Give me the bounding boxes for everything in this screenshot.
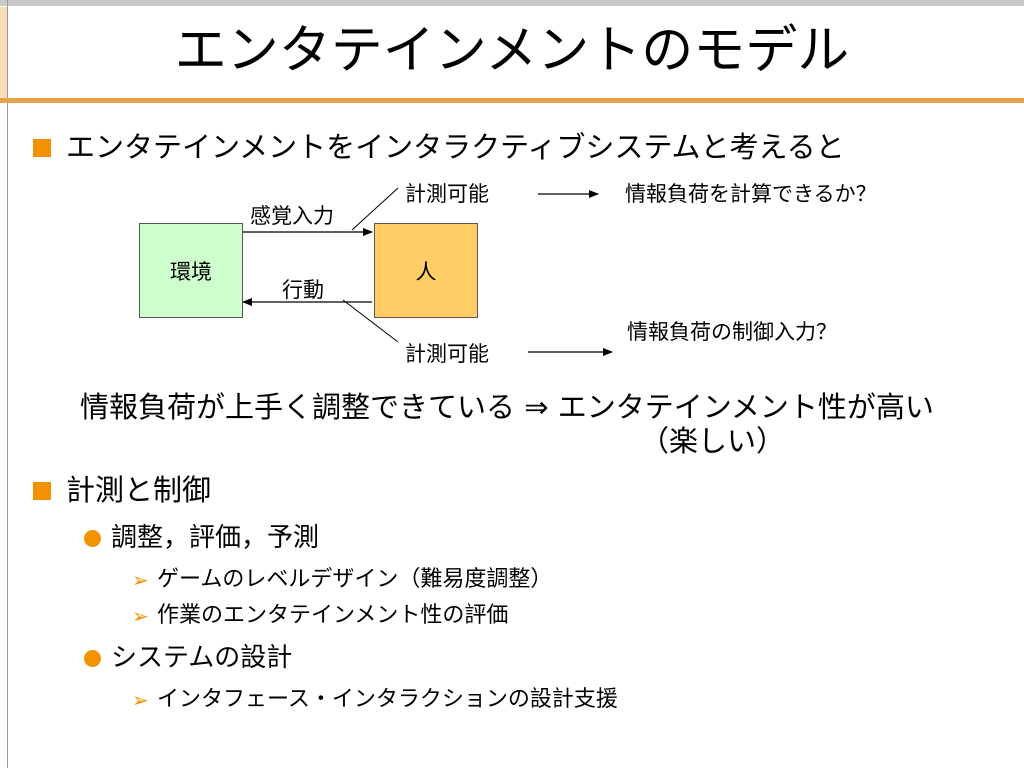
title-underline [0, 98, 1024, 103]
environment-label: 環境 [170, 259, 212, 284]
sensory-input-label: 感覚入力 [250, 204, 334, 228]
action-label: 行動 [282, 278, 324, 302]
sub-bullet-adjust-eval-predict: 調整，評価，予測 [111, 523, 320, 553]
conclusion-line-2: （楽しい） [640, 424, 786, 458]
question-top: 情報負荷を計算できるか？ [625, 182, 877, 206]
person-label: 人 [415, 259, 437, 284]
round-bullet-icon [84, 530, 101, 547]
slide-top-border [0, 0, 1024, 6]
sub-bullet-system-design: システムの設計 [111, 643, 293, 673]
callout-line-top [351, 187, 399, 231]
arrow-bullet-icon: ➢ [132, 568, 149, 592]
environment-box: 環境 [139, 223, 243, 318]
round-bullet-icon [84, 650, 101, 667]
question-bottom: 情報負荷の制御入力？ [627, 320, 837, 344]
measurable-label-top: 計測可能 [405, 182, 489, 206]
slide-title: エンタテインメントのモデル [174, 21, 850, 81]
person-box: 人 [374, 223, 478, 318]
conclusion-line-1: 情報負荷が上手く調整できている ⇒ エンタテインメント性が高い [80, 390, 934, 424]
title-accent-block [0, 7, 7, 100]
square-bullet-icon [33, 139, 51, 157]
slide-left-border [7, 0, 8, 768]
measurable-label-bottom: 計測可能 [405, 342, 489, 366]
callout-line-bottom [342, 299, 399, 343]
bullet-measure-control: 計測と制御 [66, 473, 212, 507]
bullet-interactive-system: エンタテインメントをインタラクティブシステムと考えると [66, 130, 845, 164]
item-task-evaluation: 作業のエンタテインメント性の評価 [157, 603, 509, 628]
square-bullet-icon [33, 482, 51, 500]
arrow-bullet-icon: ➢ [132, 688, 149, 712]
arrow-bullet-icon: ➢ [132, 604, 149, 628]
item-level-design: ゲームのレベルデザイン（難易度調整） [157, 567, 553, 592]
item-interface-design: インタフェース・インタラクションの設計支援 [157, 687, 618, 712]
